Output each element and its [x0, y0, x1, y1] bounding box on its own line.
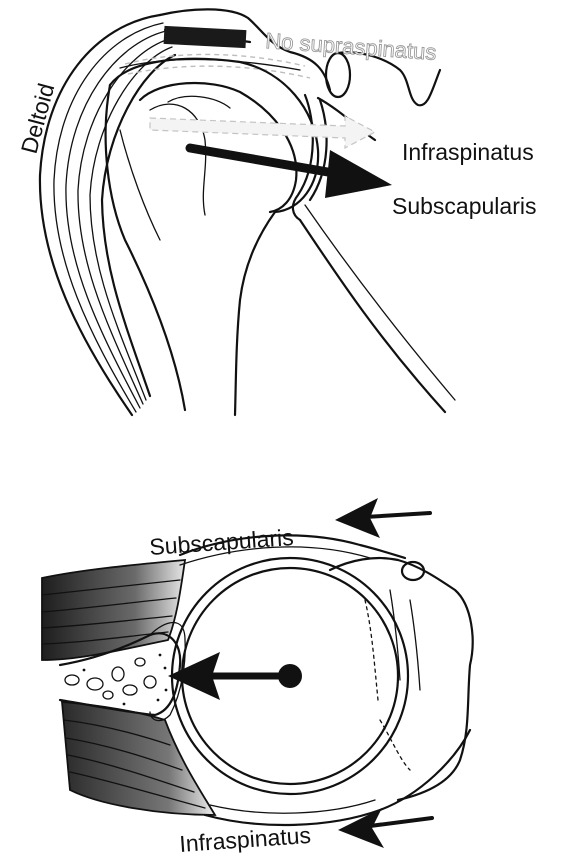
label-infraspinatus-lower: Infraspinatus [179, 822, 312, 857]
label-infraspinatus-upper: Infraspinatus [402, 139, 534, 165]
upper-coronal-view: Deltoid No supraspinatus Infraspinatus S… [16, 9, 537, 415]
deltoid-muscle [40, 15, 175, 415]
subscapularis-arrow [335, 498, 430, 538]
label-subscapularis-lower: Subscapularis [149, 524, 295, 560]
subscapularis-muscle [42, 560, 185, 660]
label-deltoid: Deltoid [16, 80, 60, 156]
lower-axial-view: Subscapularis Infraspinatus [42, 498, 473, 857]
compressive-force-arrow [168, 652, 302, 700]
resultant-force-arrow [190, 148, 392, 198]
label-no-supraspinatus: No supraspinatus [265, 28, 438, 65]
infraspinatus-arrow [338, 808, 432, 848]
label-subscapularis-upper: Subscapularis [392, 193, 536, 219]
ghost-supraspinatus-arrow [150, 116, 375, 148]
